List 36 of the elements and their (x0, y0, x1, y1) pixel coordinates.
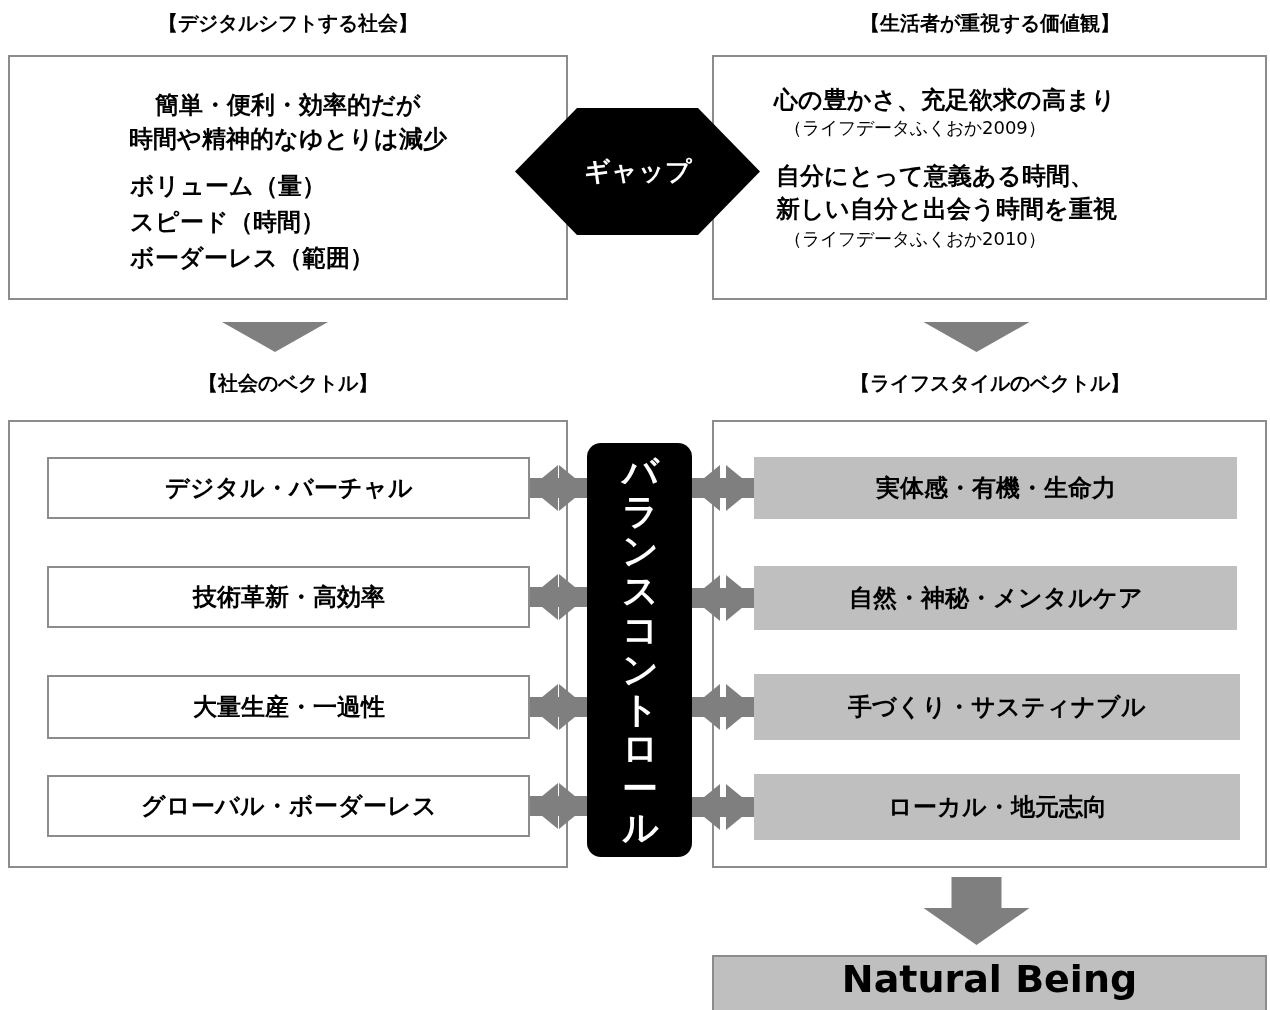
vector-box: ローカル・地元志向 (754, 774, 1240, 840)
vector-box: 自然・神秘・メンタルケア (754, 566, 1237, 630)
panel-text: ボリューム（量） (130, 171, 327, 203)
panel-text: 新しい自分と出会う時間を重視 (776, 194, 1118, 226)
arrow (530, 574, 587, 620)
panel-text: ボーダーレス（範囲） (130, 243, 375, 275)
arrow (923, 322, 1030, 352)
panel-text: 時間や精神的なゆとりは減少 (128, 123, 448, 155)
gap-label: ギャップ (583, 155, 692, 188)
panel-text: 心の豊かさ、充足欲求の高まり (774, 85, 1117, 116)
panel-text: 自分にとって意義ある時間、 (776, 160, 1095, 192)
arrow (222, 322, 328, 352)
vector-box: 手づくり・サスティナブル (754, 674, 1240, 740)
arrow (692, 575, 754, 621)
panel-text: 簡単・便利・効率的だが (154, 90, 422, 121)
arrow (530, 783, 587, 829)
panel-text: （ライフデータふくおか2009） (784, 116, 1047, 140)
section-heading: 【生活者が重視する価値観】 (859, 10, 1120, 37)
section-heading: 【デジタルシフトする社会】 (158, 10, 418, 37)
section-heading: 【ライフスタイルのベクトル】 (849, 370, 1130, 397)
vector-box: デジタル・バーチャル (47, 457, 530, 519)
balance-control-bar: バランスコントロール (587, 443, 692, 857)
arrow (923, 877, 1030, 945)
vector-box: グローバル・ボーダーレス (47, 775, 530, 837)
vector-box: 大量生産・一過性 (47, 675, 530, 739)
arrow (692, 465, 754, 511)
panel-text: スピード（時間） (130, 207, 326, 239)
arrow (530, 684, 587, 730)
vector-box: 技術革新・高効率 (47, 566, 530, 628)
vector-box: 実体感・有機・生命力 (754, 457, 1237, 519)
section-heading: 【社会のベクトル】 (198, 370, 378, 397)
arrow (530, 465, 587, 511)
arrow (692, 784, 754, 830)
panel-text: （ライフデータふくおか2010） (784, 226, 1047, 251)
arrow (692, 684, 754, 730)
result-box: Natural Being (712, 955, 1267, 1010)
